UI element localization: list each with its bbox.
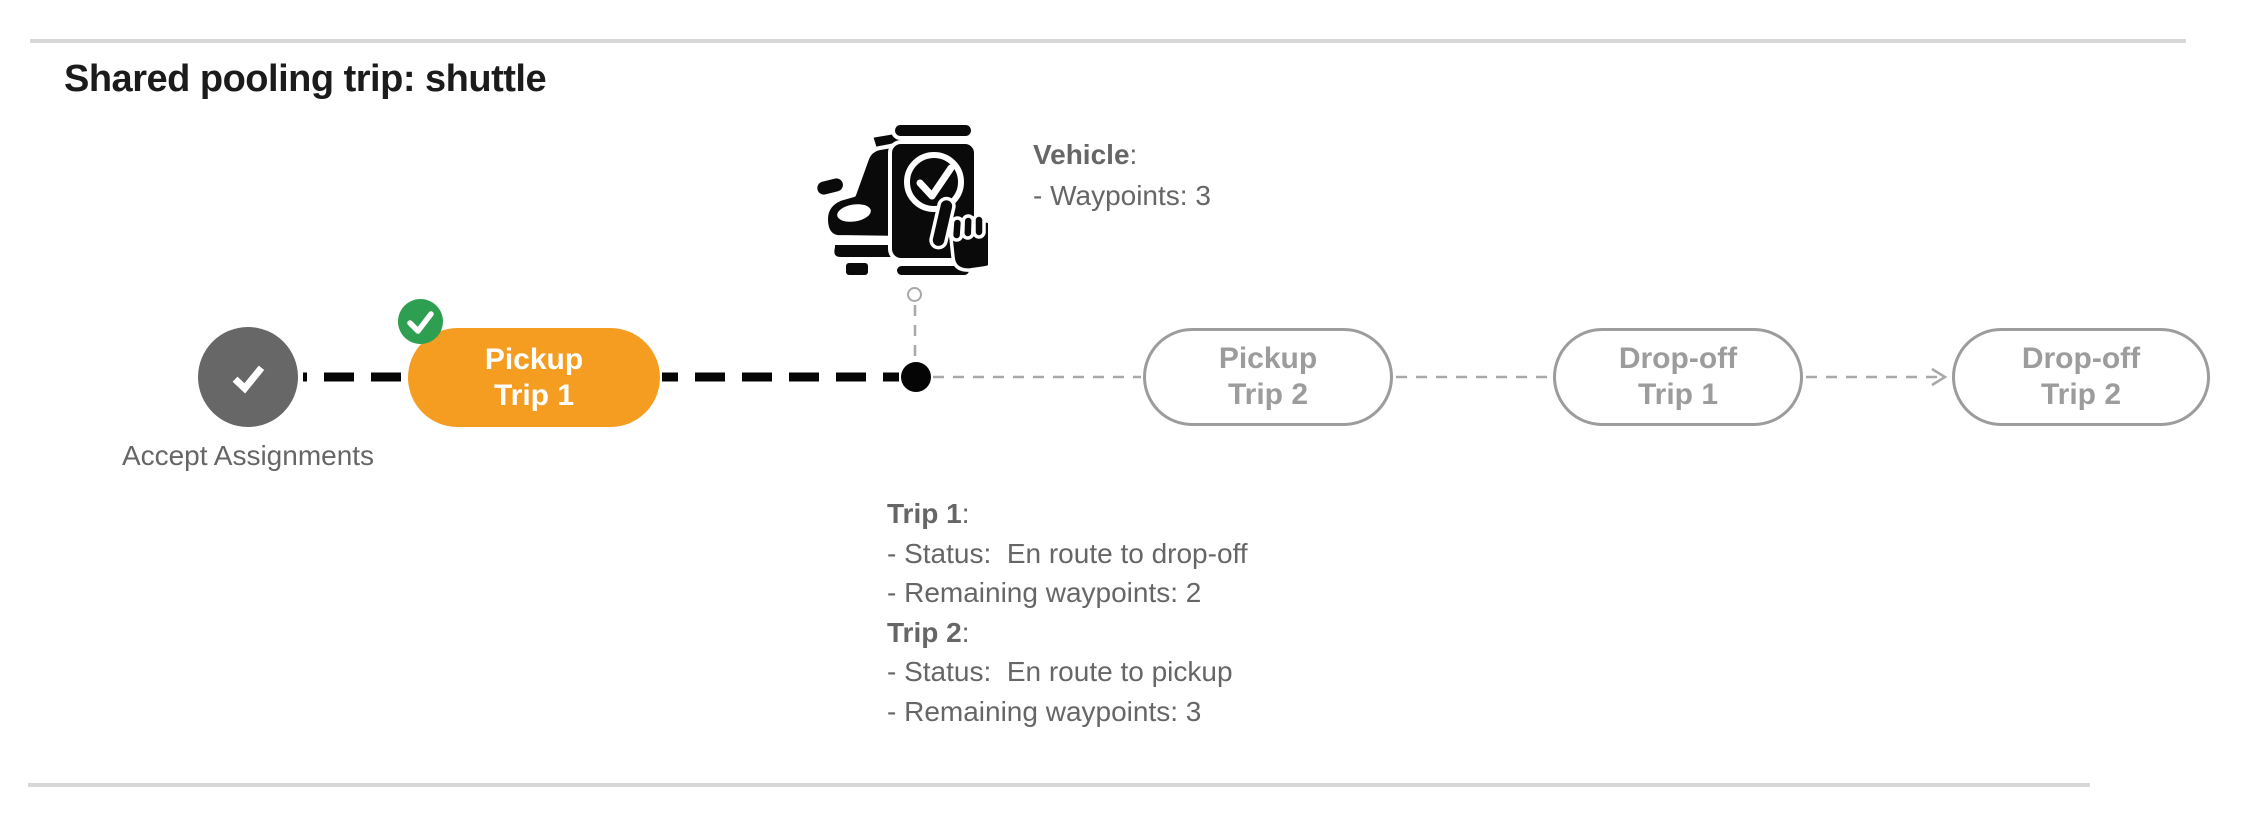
trip2-heading-text: Trip 2 — [887, 616, 962, 648]
node-label-line: Drop-off — [2021, 342, 2141, 375]
page-title: Shared pooling trip: shuttle — [64, 58, 547, 100]
completed-badge — [398, 299, 443, 344]
check-icon — [407, 311, 434, 334]
trip2-waypoints-line: - Remaining waypoints: 3 — [887, 695, 1202, 727]
trip1-heading-text: Trip 1 — [887, 498, 962, 529]
vehicle-position-dot — [901, 362, 931, 392]
trip2-heading: Trip 2: — [887, 613, 1248, 653]
trips-info: Trip 1: - Status: En route to drop-off -… — [887, 494, 1248, 731]
node-pickup-trip1: Pickup Trip 1 — [408, 328, 660, 427]
arrowhead-icon — [1931, 367, 1948, 387]
node-label-line: Trip 2 — [1227, 378, 1309, 411]
colon: : — [961, 616, 970, 648]
node-label-line: Trip 1 — [493, 378, 575, 412]
node-label-line: Trip 2 — [2040, 378, 2122, 411]
top-divider — [30, 39, 2186, 43]
node-label-line: Trip 1 — [1637, 378, 1719, 411]
trip2-status-line: - Status: En route to pickup — [887, 656, 1233, 687]
node-pickup-trip2: Pickup Trip 2 — [1143, 328, 1393, 426]
node-label-line: Pickup — [484, 342, 584, 376]
vehicle-info-heading-text: Vehicle — [1033, 139, 1130, 170]
check-icon — [232, 365, 265, 394]
car-with-phone-check-icon — [813, 121, 1000, 279]
node-label-line: Drop-off — [1618, 342, 1738, 375]
vehicle-info: Vehicle: - Waypoints: 3 — [1033, 134, 1211, 216]
node-label-line: Pickup — [1218, 342, 1318, 375]
node-accept-assignments-label: Accept Assignments — [121, 440, 375, 471]
colon: : — [961, 498, 970, 529]
node-dropoff-trip2: Drop-off Trip 2 — [1952, 328, 2210, 426]
vehicle-marker — [813, 118, 1000, 279]
trip1-waypoints-line: - Remaining waypoints: 2 — [887, 577, 1202, 608]
trip1-heading: Trip 1: — [887, 494, 1248, 534]
vehicle-waypoints-line: - Waypoints: 3 — [1033, 180, 1211, 211]
bottom-divider — [28, 783, 2090, 787]
node-dropoff-trip1: Drop-off Trip 1 — [1553, 328, 1803, 426]
node-accept-assignments — [198, 327, 298, 427]
vehicle-anchor-circle — [907, 287, 922, 302]
vehicle-info-heading: Vehicle: — [1033, 134, 1211, 175]
trip1-status-line: - Status: En route to drop-off — [887, 537, 1248, 569]
colon: : — [1129, 139, 1138, 170]
